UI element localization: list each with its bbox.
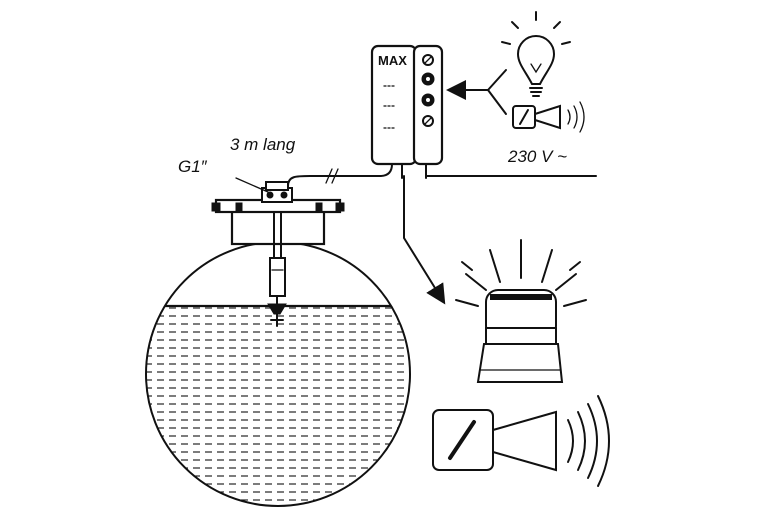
voltage-label: 230 V ~ [507,147,567,166]
light-bulb-icon [501,11,571,97]
controller-label: MAX [378,53,407,68]
float-switch-icon [267,211,287,327]
fitting [235,177,293,203]
controller-box-icon: MAX [370,44,444,179]
cable-length-label: 3 m lang [230,135,296,154]
large-horn-icon [432,395,610,487]
fitting-label: G1″ [178,157,208,176]
cable [287,163,393,187]
liquid [146,304,410,506]
fitting-leader [235,177,269,193]
tank-icon [145,198,411,507]
input-arrow [446,69,507,115]
output-arrow [403,175,446,305]
rotating-beacon-icon [455,239,587,383]
horn-icon [512,101,585,133]
